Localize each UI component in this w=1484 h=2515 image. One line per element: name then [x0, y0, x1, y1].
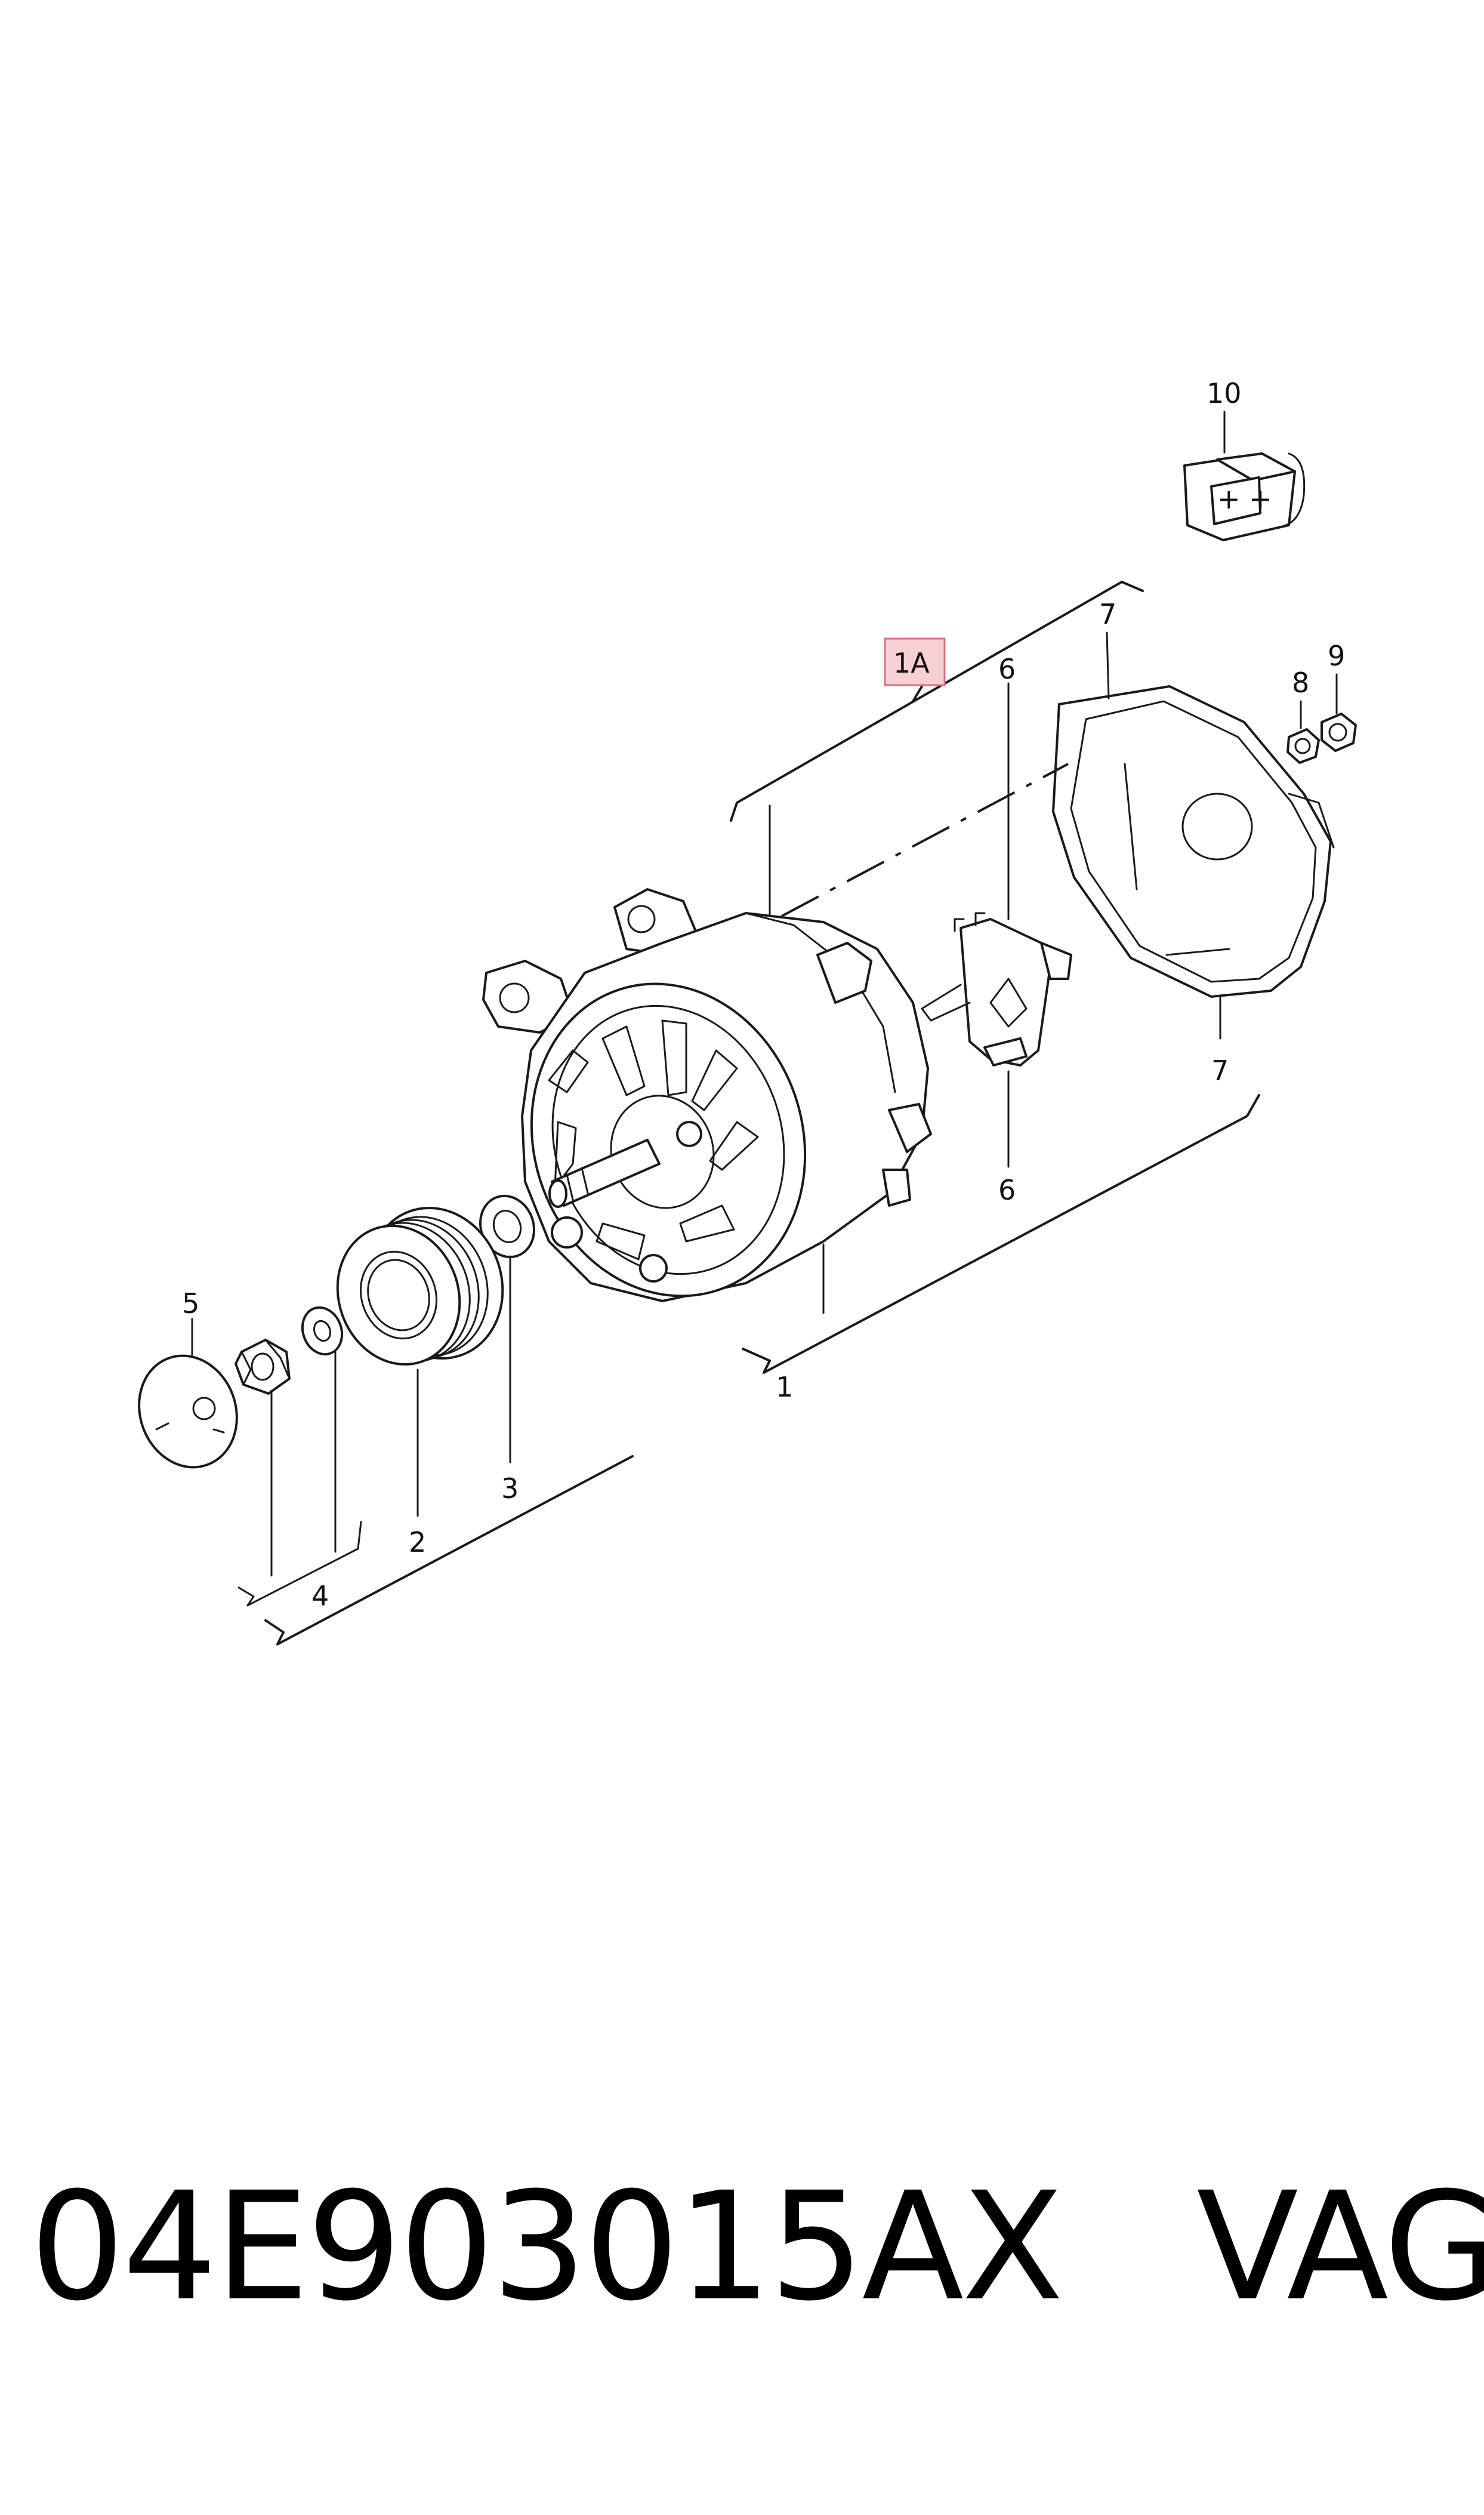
callout-2: 2 — [409, 1526, 426, 1558]
part-number: 04E903015AX — [30, 2160, 1064, 2334]
callout-3: 3 — [501, 1472, 519, 1505]
pulley-part-2 — [336, 1206, 504, 1366]
callout-6-bottom: 6 — [998, 1174, 1016, 1206]
cap-part-5 — [138, 1354, 238, 1469]
callout-9: 9 — [1328, 640, 1345, 672]
svg-text:+ +: + + — [1217, 483, 1272, 515]
callout-7-top: 7 — [1099, 598, 1116, 630]
part-number-caption: 04E903015AX VAG — [30, 2149, 1484, 2346]
spacer-washer-part-3 — [479, 1194, 536, 1259]
callout-1a-badge[interactable]: 1A — [884, 637, 946, 686]
callout-7-bottom: 7 — [1211, 1055, 1229, 1087]
callout-1: 1 — [776, 1371, 793, 1403]
rear-cover-part-7 — [1052, 685, 1335, 998]
hex-nut-part-4 — [235, 1339, 291, 1395]
washer-part-4 — [301, 1306, 344, 1356]
brand-name: VAG — [1196, 2160, 1484, 2334]
nut-part-8 — [1286, 728, 1320, 764]
caption-gap — [1062, 2160, 1196, 2334]
voltage-regulator-part-6 — [921, 912, 1072, 1067]
connector-plug-part-10: + + — [1183, 452, 1306, 541]
callout-6-top: 6 — [998, 653, 1016, 685]
alternator-part-1 — [482, 888, 932, 1302]
callout-8: 8 — [1292, 667, 1309, 699]
cap-nut-part-9 — [1321, 713, 1357, 752]
callout-10: 10 — [1207, 377, 1242, 409]
callout-1a: 1A — [893, 647, 930, 679]
callout-5: 5 — [182, 1287, 199, 1320]
callout-4: 4 — [311, 1580, 329, 1612]
